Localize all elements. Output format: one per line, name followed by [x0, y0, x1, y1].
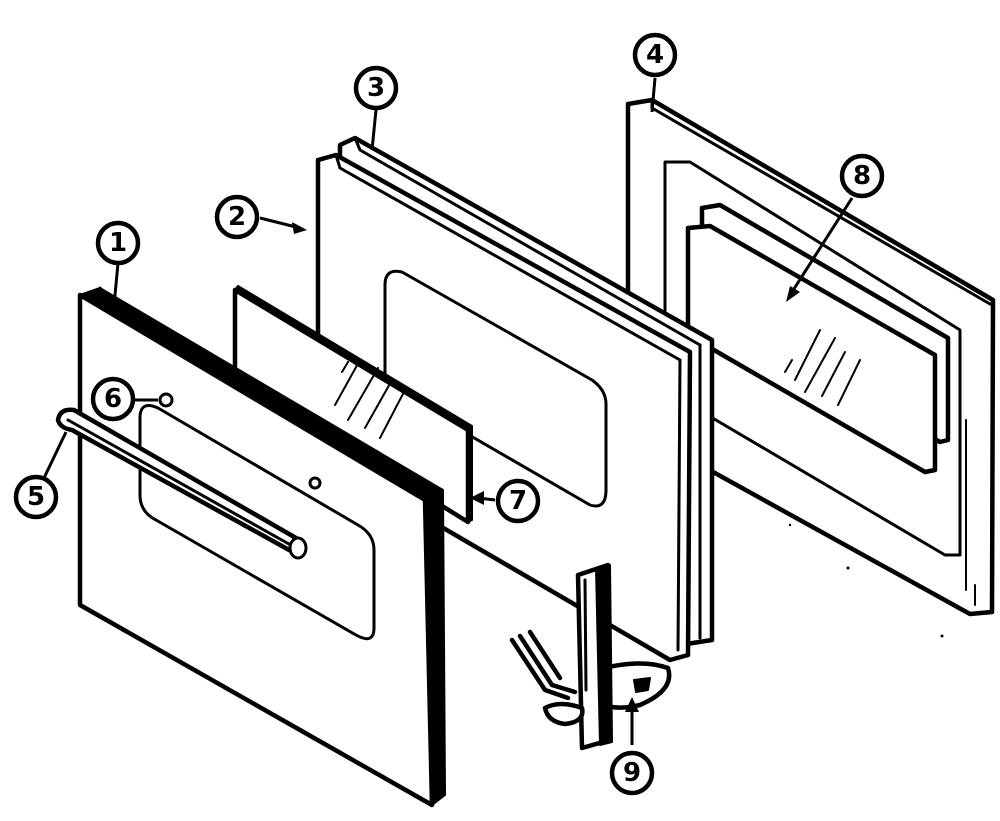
leader-5 — [42, 431, 68, 479]
leader-8 — [790, 197, 854, 293]
callout-4: 4 — [632, 32, 678, 78]
part-1-outer-door — [77, 286, 446, 808]
glass-reflection-marks-rear — [784, 329, 861, 406]
callout-2-label: 2 — [228, 202, 246, 232]
glass-reflection-marks-front — [334, 359, 406, 439]
leader-1 — [112, 262, 120, 307]
arrowhead-9 — [625, 697, 639, 712]
callout-8-label: 8 — [853, 161, 871, 191]
arrowhead-2 — [292, 222, 307, 234]
callout-2: 2 — [214, 194, 260, 240]
callout-6-label: 6 — [104, 384, 122, 414]
callout-7-label: 7 — [509, 486, 527, 516]
part-9-door-hinge — [509, 562, 672, 751]
leader-3 — [370, 109, 378, 151]
arrowhead-7 — [470, 491, 484, 505]
callout-9: 9 — [609, 750, 655, 796]
callout-8: 8 — [839, 153, 885, 199]
callout-3-label: 3 — [367, 73, 385, 103]
callout-7: 7 — [495, 478, 541, 524]
door-screw-hole — [308, 476, 322, 490]
print-specks — [788, 523, 944, 638]
callout-5: 5 — [13, 474, 59, 520]
callout-6: 6 — [90, 376, 136, 422]
callout-3: 3 — [353, 65, 399, 111]
leader-lines — [42, 77, 854, 745]
part-5-door-handle — [55, 407, 308, 560]
callout-5-label: 5 — [27, 482, 45, 512]
callout-1-label: 1 — [109, 228, 127, 258]
callout-1: 1 — [95, 220, 141, 266]
arrowhead-8 — [786, 286, 800, 302]
part-6-screw — [158, 392, 174, 408]
part-7-inner-glass — [232, 285, 473, 525]
callout-4-label: 4 — [646, 40, 664, 70]
callout-9-label: 9 — [623, 758, 641, 788]
leader-4 — [650, 77, 657, 113]
